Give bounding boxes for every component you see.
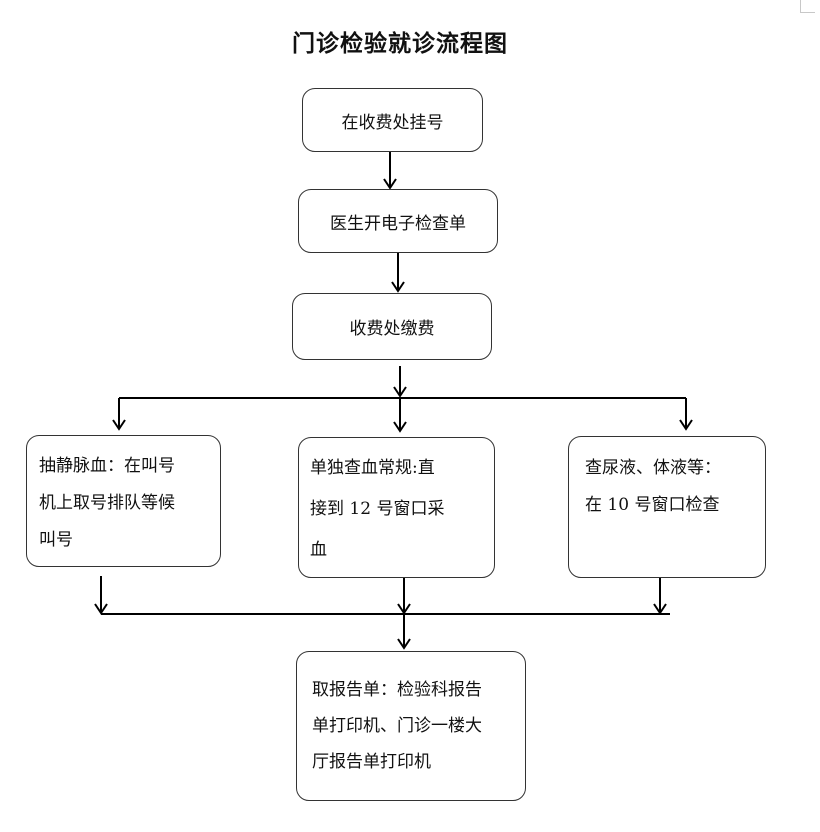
step-urine-line: 在 10 号窗口检查 bbox=[585, 495, 720, 515]
step-routine-line: 接到 12 号窗口采 bbox=[310, 499, 445, 519]
arrow-blood-to-merge bbox=[94, 576, 108, 615]
step-routine-line: 血 bbox=[310, 540, 327, 560]
step-order-box: 医生开电子检查单 bbox=[298, 189, 498, 253]
step-blood-line: 机上取号排队等候 bbox=[39, 493, 175, 513]
step-urine-box: 查尿液、体液等： 在 10 号窗口检查 bbox=[568, 436, 766, 578]
step-pay-box: 收费处缴费 bbox=[292, 293, 492, 360]
step-report-line: 取报告单：检验科报告 bbox=[312, 680, 482, 700]
step-report-box: 取报告单：检验科报告 单打印机、门诊一楼大 厅报告单打印机 bbox=[296, 651, 526, 801]
step-blood-line: 抽静脉血：在叫号 bbox=[39, 456, 175, 476]
step-routine-line: 单独查血常规:直 bbox=[310, 458, 435, 478]
arrow-register-to-order bbox=[383, 152, 397, 190]
arrow-order-to-pay bbox=[391, 253, 405, 293]
arrow-merge-to-report bbox=[397, 614, 411, 650]
step-register-label: 在收费处挂号 bbox=[341, 112, 444, 133]
page-corner-mark bbox=[800, 0, 815, 13]
step-urine-line: 查尿液、体液等： bbox=[585, 458, 721, 478]
step-report-line: 单打印机、门诊一楼大 bbox=[312, 716, 482, 736]
step-blood-line: 叫号 bbox=[39, 530, 73, 550]
step-blood-draw-box: 抽静脉血：在叫号 机上取号排队等候 叫号 bbox=[26, 435, 221, 567]
step-register-box: 在收费处挂号 bbox=[302, 88, 483, 152]
arrow-to-routine bbox=[393, 398, 407, 433]
step-order-label: 医生开电子检查单 bbox=[330, 213, 466, 234]
diagram-title: 门诊检验就诊流程图 bbox=[292, 30, 508, 57]
arrow-pay-to-branch bbox=[393, 366, 407, 398]
step-pay-label: 收费处缴费 bbox=[349, 319, 435, 339]
arrow-to-blood bbox=[112, 398, 126, 431]
step-blood-routine-box: 单独查血常规:直 接到 12 号窗口采 血 bbox=[298, 437, 495, 578]
step-report-line: 厅报告单打印机 bbox=[312, 752, 431, 772]
arrow-routine-to-merge bbox=[397, 578, 411, 615]
arrow-to-urine bbox=[679, 398, 693, 431]
arrow-urine-to-merge bbox=[653, 578, 667, 615]
